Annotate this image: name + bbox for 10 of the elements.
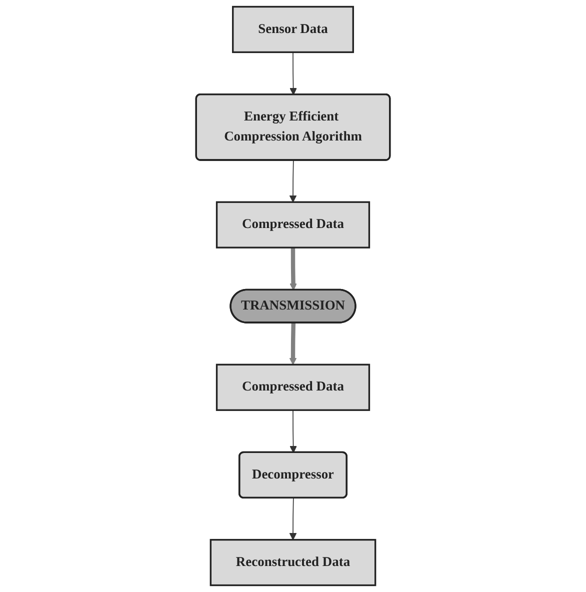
arrow bbox=[289, 498, 297, 540]
node-box: Reconstructed Data bbox=[210, 538, 376, 586]
node-box: Sensor Data bbox=[232, 6, 354, 54]
arrow bbox=[290, 248, 297, 290]
arrow bbox=[290, 52, 297, 96]
arrow bbox=[289, 160, 297, 202]
node-box: Compressed Data bbox=[216, 201, 370, 248]
node-box: Compressed Data bbox=[216, 364, 370, 411]
arrow bbox=[290, 410, 297, 453]
arrow bbox=[289, 322, 297, 365]
